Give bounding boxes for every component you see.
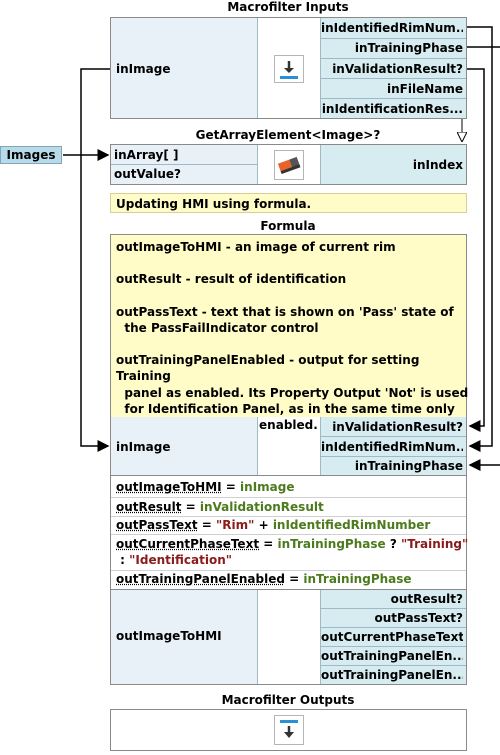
input-port-validation-result[interactable]: inValidationResult? <box>332 62 463 76</box>
macrofilter-outputs-block[interactable] <box>110 709 467 751</box>
formula-left-port[interactable]: inImage <box>116 440 171 454</box>
getarray-in-index[interactable]: inIndex <box>412 158 463 172</box>
macrofilter-outputs-title: Macrofilter Outputs <box>221 693 355 707</box>
getarray-block[interactable]: inArray[ ] outValue? inIndex <box>110 144 467 185</box>
formula-out-image[interactable]: outImageToHMI <box>116 629 222 643</box>
formula-out-result[interactable]: outResult? <box>390 592 463 606</box>
formula-port-rim-num[interactable]: inIdentifiedRimNum... <box>321 440 463 454</box>
comment-note: Updating HMI using formula. <box>110 193 467 213</box>
formula-port-validation-result[interactable]: inValidationResult? <box>332 420 463 434</box>
getarray-in-array[interactable]: inArray[ ] <box>114 148 179 162</box>
macrofilter-inputs-title: Macrofilter Inputs <box>227 0 349 14</box>
images-source[interactable]: Images <box>0 146 62 164</box>
formula-out-training-panel-1[interactable]: outTrainingPanelEn... <box>321 649 463 663</box>
input-download-icon <box>274 55 304 83</box>
formula-description: outImageToHMI - an image of current rim … <box>111 235 468 432</box>
input-port-identification-res[interactable]: inIdentificationRes... <box>321 102 463 116</box>
formula-line-5[interactable]: outTrainingPanelEnabled = inTrainingPhas… <box>116 572 412 586</box>
formula-out-training-panel-2[interactable]: outTrainingPanelEn... <box>321 668 463 682</box>
macrofilter-inputs-block[interactable]: inImage inIdentifiedRimNum... inTraining… <box>110 17 467 119</box>
formula-line-3[interactable]: outPassText = "Rim" + inIdentifiedRimNum… <box>116 518 431 532</box>
formula-line-4[interactable]: outCurrentPhaseText = inTrainingPhase ? … <box>116 537 469 567</box>
formula-line-1[interactable]: outImageToHMI = inImage <box>116 480 295 494</box>
formula-line-2[interactable]: outResult = inValidationResult <box>116 500 324 514</box>
formula-title: Formula <box>260 219 316 233</box>
output-icon <box>274 715 304 745</box>
input-port-rim-num[interactable]: inIdentifiedRimNum... <box>321 21 463 35</box>
getarray-title: GetArrayElement<Image>? <box>195 128 381 142</box>
eraser-icon <box>274 150 304 180</box>
formula-block[interactable]: outImageToHMI - an image of current rim … <box>110 234 469 685</box>
input-port-training-phase[interactable]: inTrainingPhase <box>354 41 463 55</box>
formula-out-current-phase[interactable]: outCurrentPhaseText <box>321 630 463 644</box>
formula-out-pass-text[interactable]: outPassText? <box>374 611 463 625</box>
inputs-left-port[interactable]: inImage <box>116 62 171 76</box>
formula-port-training-phase[interactable]: inTrainingPhase <box>354 459 463 473</box>
getarray-out-value[interactable]: outValue? <box>114 167 182 181</box>
input-port-file-name[interactable]: inFileName <box>386 82 463 96</box>
